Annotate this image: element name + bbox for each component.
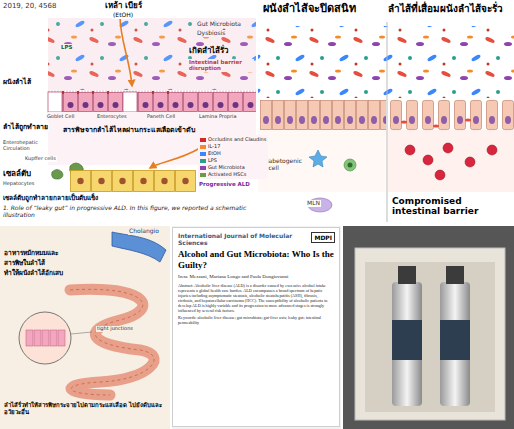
legend-text: Occludins and Claudins <box>208 137 266 142</box>
thai-label: ผนังลำไส้ <box>2 78 32 86</box>
abstract-text: Abstract: Alcoholic liver disease (ALD) … <box>178 283 334 313</box>
part-label: diabetogenic T cell <box>262 158 306 172</box>
part-label: Enterocytes <box>96 114 128 120</box>
legend-text: IL-17 <box>208 144 220 149</box>
legend-row: Gut Microbiota <box>200 164 266 171</box>
thai-label: อาหารหมักหมมและ <box>3 250 59 257</box>
legend-swatch <box>200 138 206 142</box>
part-label: (EtOH) <box>112 12 134 19</box>
keywords-text: Keywords: alcoholic liver disease; gut m… <box>178 315 334 325</box>
thai-label: เหล้า เบียร์ <box>104 1 143 10</box>
thai-label: ทำให้ผนังลำไส้อักเสบ <box>3 270 64 277</box>
legend-row: LPS <box>200 157 266 164</box>
legend-text: LPS <box>208 158 217 163</box>
badge-text: MDPI <box>314 234 332 241</box>
legend: Occludins and ClaudinsIL-17EtOH LPS Gut Mi… <box>198 135 268 179</box>
thai-label: สารพิษในลำไส้ <box>3 260 46 267</box>
thai-label: สารพิษจากลำไส้ไหลผ่านกระแสเลือดเข้าตับ <box>62 126 196 134</box>
part-label: LPS <box>60 44 74 50</box>
paper-page: International Journal of Molecular Scien… <box>172 227 340 427</box>
legend-swatch <box>200 152 206 156</box>
part-label: Goblet Cell <box>46 114 75 120</box>
legend-text: EtOH <box>208 151 221 156</box>
publisher-badge: MDPI <box>311 232 335 243</box>
legend-swatch <box>200 159 206 163</box>
part-label: MLN <box>306 200 321 207</box>
part-label: Enterohepatic Circulation <box>2 140 48 152</box>
part-label: Dysbiosis <box>196 30 226 37</box>
thai-label: เซลล์ตับ <box>2 169 32 178</box>
part-label: Paneth Cell <box>146 114 176 120</box>
legend-row: IL-17 <box>200 143 266 150</box>
thai-label: เกิดลำไส้รั่ว <box>188 46 229 55</box>
panel-caption: Compromised intestinal barrier <box>391 196 511 217</box>
citation: 2019, 20, 4568 <box>2 2 57 10</box>
author-list: Irene Mezzani, Mariana Longo and Paola D… <box>178 274 334 280</box>
legend-text: Activated HSCs <box>208 172 246 177</box>
part-label: Gut Microbiota <box>196 21 242 28</box>
legend-row: Occludins and Claudins <box>200 136 266 143</box>
part-label: Progressive ALD <box>198 181 251 187</box>
panel-heading: ผนังลำไส้จะปิดสนิท <box>262 3 386 16</box>
part-label: Kupffer cells <box>24 156 57 162</box>
part-label: Hepatocytes <box>2 181 35 187</box>
thai-label: ลำไส้ถูกทำลาย <box>2 123 49 131</box>
journal-name: International Journal of Molecular Scien… <box>178 232 306 246</box>
legend-swatch <box>200 173 206 177</box>
thai-label: เซลล์ตับถูกทำลายกลายเป็นตับแข็ง <box>2 195 99 202</box>
part-label: Lamina Propria <box>198 114 238 120</box>
part-label: tight junctions <box>96 326 134 332</box>
legend-text: Gut Microbiota <box>208 165 245 170</box>
figure-caption: 1. Role of “leaky gut” in progressive AL… <box>2 205 256 219</box>
panel-heading: ลำไส้ที่เสื่อมผนังลำไส้จะรั่ว <box>387 3 511 15</box>
part-label: Intestinal barrier disruption <box>188 59 254 72</box>
legend-row: Activated HSCs <box>200 171 266 178</box>
legend-swatch <box>200 145 206 149</box>
thai-label: ลำไส้รั่วทำให้สารพิษกระจายไปตามกระแสเลือ… <box>3 402 169 416</box>
legend-row: EtOH <box>200 150 266 157</box>
paper-title: Alcohol and Gut Microbiota: Who Is the G… <box>178 249 334 271</box>
part-label: Cholangio <box>128 228 160 235</box>
legend-swatch <box>200 166 206 170</box>
